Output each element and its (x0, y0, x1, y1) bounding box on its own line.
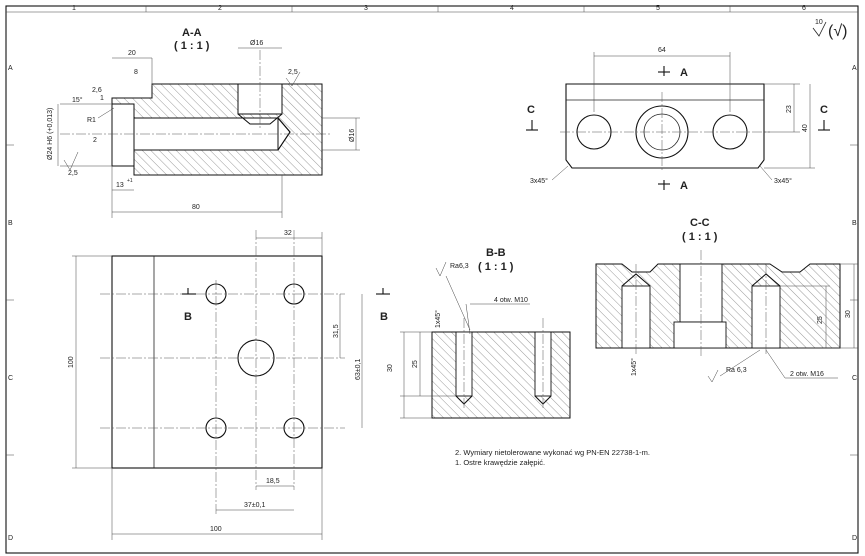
front-view: 64 A A C C 23 40 3x45° 3x45° (526, 47, 830, 192)
chamfer-1x45-bb: 1x45° (434, 310, 442, 328)
holes-2-m16: 2 otw. M16 (790, 371, 824, 378)
section-cc-view: C-C ( 1 : 1 ) 25 30 1x45° Ra 6,3 2 otw. … (595, 217, 858, 383)
notes-block: 2. Wymiary nietolerowane wykonać wg PN-E… (455, 448, 650, 468)
holes-4-m10: 4 otw. M10 (494, 297, 528, 304)
frame-column-labels: 1 2 3 4 5 6 (72, 5, 806, 12)
dim-31-5: 31,5 (333, 324, 340, 338)
column-label: 6 (802, 5, 806, 12)
section-a-marker-bottom: A (680, 180, 688, 192)
row-label: B (8, 220, 13, 227)
section-b-marker-left: B (184, 311, 192, 323)
dim-phi16-top: Ø16 (250, 40, 263, 47)
row-label: D (8, 535, 13, 542)
row-label: B (852, 220, 857, 227)
dim-r1: R1 (87, 117, 96, 124)
section-bb-view: B-B ( 1 : 1 ) Ra6,3 1x45° 4 otw. M10 25 … (387, 247, 571, 419)
column-label: 3 (364, 5, 368, 12)
roughness-2-5-bottom: 2,5 (68, 170, 78, 177)
section-b-marker-right: B (380, 311, 388, 323)
roughness-ra-6-3-bb: Ra6,3 (450, 263, 469, 270)
row-label: A (852, 65, 857, 72)
dim-37-tol: 37±0,1 (244, 502, 265, 509)
section-aa-title: A-A (182, 27, 202, 39)
dim-30-cc: 30 (845, 310, 852, 318)
dim-30-bb: 30 (387, 364, 394, 372)
column-label: 1 (72, 5, 76, 12)
roughness-ra-6-3-cc: Ra 6,3 (726, 367, 747, 374)
section-cc-title: C-C (690, 217, 710, 229)
roughness-value: 10 (815, 19, 823, 26)
dim-18-5: 18,5 (266, 478, 280, 485)
row-label: D (852, 535, 857, 542)
dim-100-bottom: 100 (210, 526, 222, 533)
dim-phi16-right: Ø16 (349, 129, 356, 142)
section-bb-scale: ( 1 : 1 ) (478, 261, 514, 273)
dim-80: 80 (192, 204, 200, 211)
dim-25-bb: 25 (412, 360, 419, 368)
section-a-marker-top: A (680, 67, 688, 79)
dim-2: 2 (93, 137, 97, 144)
section-bb-title: B-B (486, 247, 506, 259)
roughness-2-5-top: 2,5 (288, 69, 298, 76)
dim-13: 13 (116, 182, 124, 189)
section-aa-view: A-A ( 1 : 1 ) 20 8 Ø16 2,5 15° 2,6 1 R1 … (47, 27, 360, 218)
column-label: 4 (510, 5, 514, 12)
top-view: B B 32 100 31,5 63±0,1 18,5 37±0,1 100 (68, 230, 390, 540)
chamfer-1x45-cc: 1x45° (630, 358, 638, 376)
note-2: 2. Wymiary nietolerowane wykonać wg PN-E… (455, 448, 651, 457)
row-label: A (8, 65, 13, 72)
dim-40: 40 (802, 124, 809, 132)
dim-32: 32 (284, 230, 292, 237)
general-roughness-symbol: 10 (√) (812, 19, 847, 40)
sheet-frame (5, 5, 859, 554)
dim-13-tolerance: +1 (127, 178, 133, 184)
section-c-marker-left: C (527, 104, 535, 116)
frame-row-labels: A B C D A B C D (8, 65, 857, 542)
dim-20: 20 (128, 50, 136, 57)
dim-63-tol: 63±0,1 (355, 359, 362, 380)
dim-phi24-h6: Ø24 H6 (+0,013) (47, 108, 54, 160)
note-1: 1. Ostre krawędzie załępić. (455, 458, 546, 467)
row-label: C (852, 375, 857, 382)
dim-100-left: 100 (68, 356, 75, 368)
roughness-paren-symbol: (√) (828, 23, 847, 40)
section-aa-scale: ( 1 : 1 ) (174, 40, 210, 52)
section-cc-scale: ( 1 : 1 ) (682, 231, 718, 243)
chamfer-right: 3x45° (774, 177, 792, 185)
chamfer-left: 3x45° (530, 177, 548, 185)
dim-25-cc: 25 (817, 316, 824, 324)
column-label: 5 (656, 5, 660, 12)
dim-64: 64 (658, 47, 666, 54)
section-c-marker-right: C (820, 104, 828, 116)
row-label: C (8, 375, 13, 382)
dim-chamfer-1: 1 (100, 95, 104, 102)
dim-angle-15: 15° (72, 96, 83, 104)
roughness-check-icon (812, 21, 827, 37)
column-label: 2 (218, 5, 222, 12)
dim-2-6: 2,6 (92, 87, 102, 94)
dim-8: 8 (134, 69, 138, 76)
dim-23: 23 (786, 105, 793, 113)
